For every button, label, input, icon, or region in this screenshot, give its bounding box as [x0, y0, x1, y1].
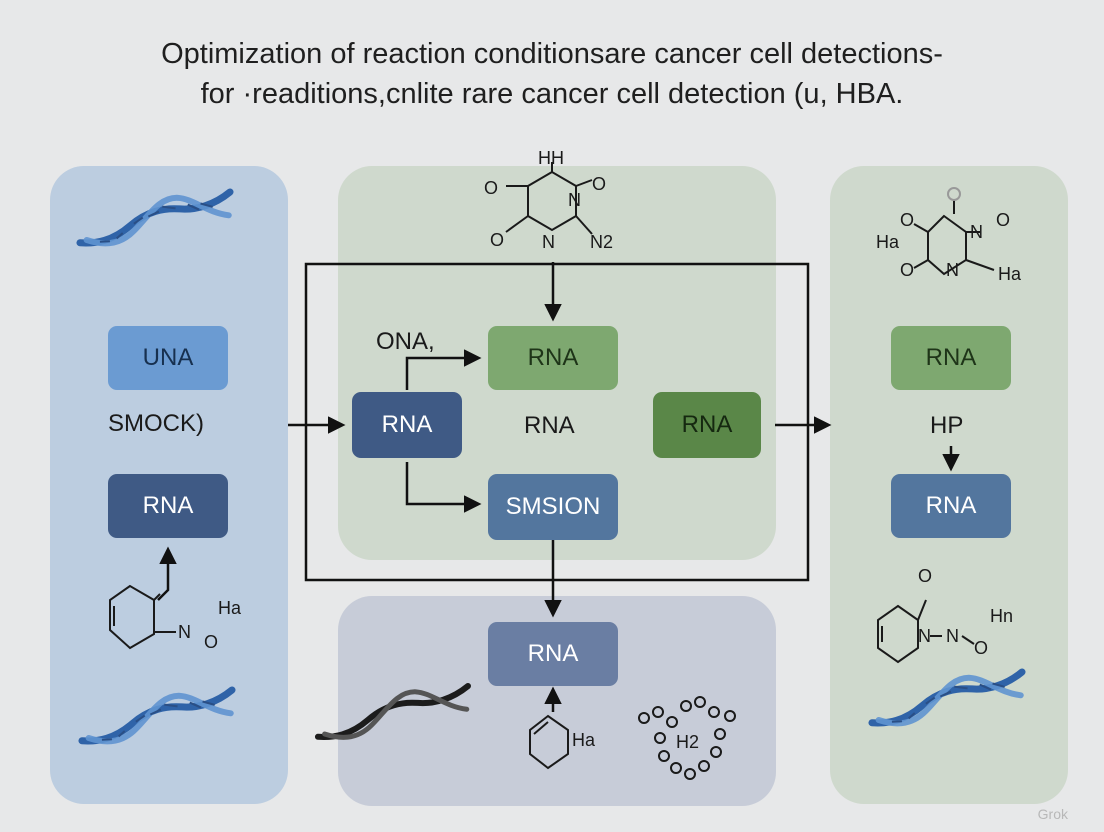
box-rna-right-top: RNA	[891, 326, 1011, 390]
molecule-bottom-center	[529, 714, 569, 770]
chem-right-bottom-o: O	[918, 566, 932, 586]
arrow-chem-to-rna	[157, 546, 177, 601]
chem-o3: O	[490, 230, 504, 250]
chem-right-o1: O	[900, 210, 914, 230]
page-title: Optimization of reaction conditionsare c…	[0, 34, 1104, 114]
chem-left-n: N	[178, 622, 191, 642]
arrow-rna-to-smsion	[405, 462, 482, 513]
label-smock: SMOCK)	[108, 410, 204, 437]
box-rna-top: RNA	[488, 326, 618, 390]
box-rna-bottom: RNA	[488, 622, 618, 686]
dna-helix-icon-left-top	[80, 138, 240, 303]
chem-right-bottom-n1: N	[918, 626, 931, 646]
molecule-right-top	[913, 200, 995, 276]
chem-right-bottom-o2: O	[974, 638, 988, 658]
title-line-2: for ·readitions,cnlite rare cancer cell …	[200, 78, 904, 110]
label-ona: ONA,	[376, 328, 435, 355]
box-una: UNA	[108, 326, 228, 390]
chem-right-o3: O	[900, 260, 914, 280]
dna-helix-icon-bottom	[314, 683, 471, 741]
chem-left-ha: Ha	[218, 598, 242, 618]
chem-right-o2: O	[996, 210, 1010, 230]
chem-o1: O	[484, 178, 498, 198]
chem-bottom-h2: H2	[676, 732, 699, 752]
chem-right-ha2: Ha	[998, 264, 1022, 284]
chem-o2: O	[592, 174, 606, 194]
box-rna-right-bottom: RNA	[891, 474, 1011, 538]
title-line-1: Optimization of reaction conditionsare c…	[161, 38, 943, 70]
box-smsion: SMSION	[488, 474, 618, 540]
chem-right-n2: N	[946, 260, 959, 280]
molecule-left-bottom	[109, 584, 176, 650]
watermark: Grok	[1037, 806, 1068, 822]
molecule-top-center	[505, 162, 593, 235]
chem-left-o: O	[204, 632, 218, 652]
chem-right-bottom-hn: Hn	[990, 606, 1013, 626]
chem-n2-sub: N2	[590, 232, 613, 252]
chem-right-bottom-n2: N	[946, 626, 959, 646]
chem-bottom-ha: Ha	[572, 730, 596, 750]
chem-right-n: N	[970, 222, 983, 242]
chem-dot-right	[947, 187, 961, 201]
chem-right-ha1: Ha	[876, 232, 900, 252]
dna-helix-icon-left-bottom	[82, 636, 242, 801]
label-rna-mid: RNA	[524, 412, 575, 439]
box-rna-node: RNA	[352, 392, 462, 458]
arrow-rna-to-rna-top	[405, 349, 482, 390]
chem-n2: N	[542, 232, 555, 252]
chem-hh: HH	[538, 148, 564, 168]
box-rna-right: RNA	[653, 392, 761, 458]
molecule-right-bottom	[877, 599, 975, 664]
chem-n1: N	[568, 190, 581, 210]
molecule-ring-cluster	[638, 696, 736, 780]
frame-connector	[304, 262, 810, 582]
label-hp: HP	[930, 412, 964, 439]
box-rna-left: RNA	[108, 474, 228, 538]
